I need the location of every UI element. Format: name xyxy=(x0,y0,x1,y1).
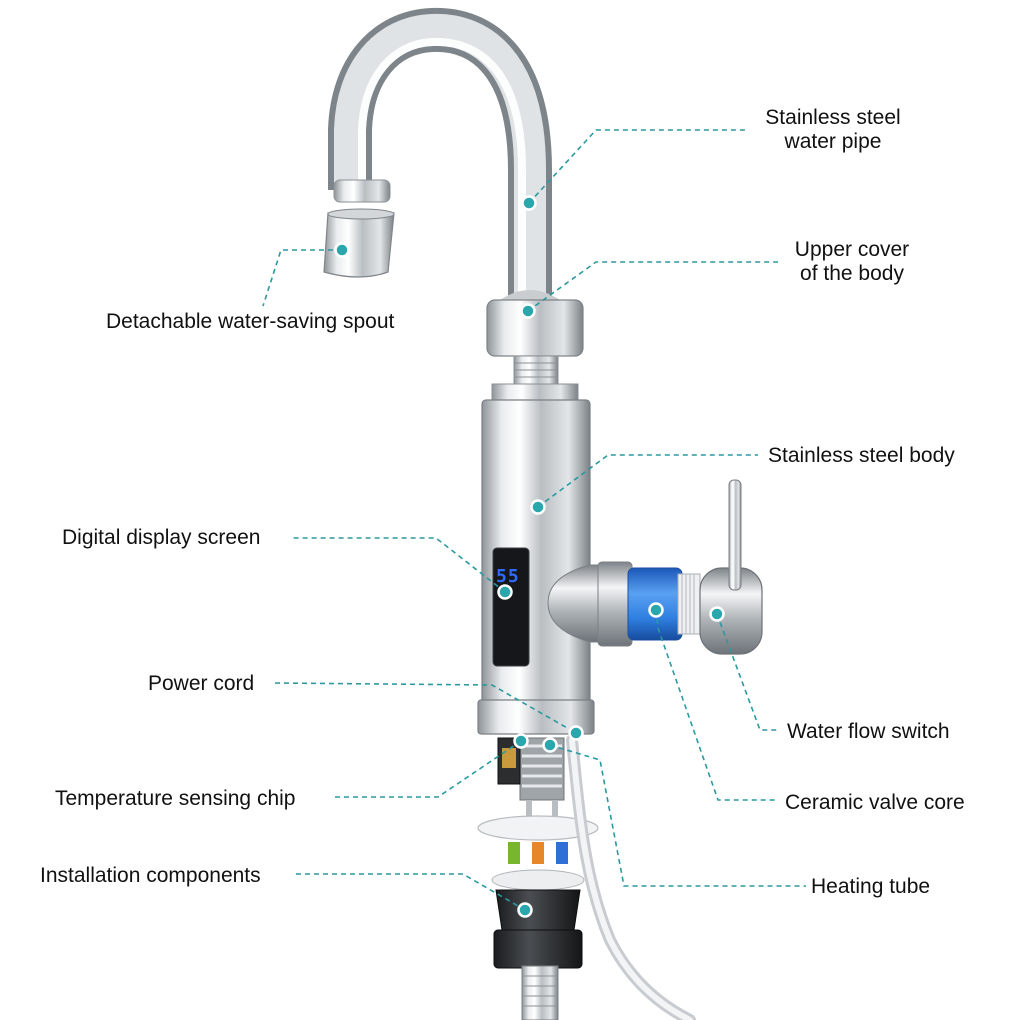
leader-installation xyxy=(296,873,526,911)
dot-spout xyxy=(334,242,350,258)
label-temperature-chip: Temperature sensing chip xyxy=(55,787,296,810)
leader-temperature-chip xyxy=(335,740,522,798)
leader-spout xyxy=(262,249,342,307)
dot-body xyxy=(530,499,546,515)
label-body: Stainless steel body xyxy=(768,444,955,467)
label-heating-tube: Heating tube xyxy=(811,875,931,898)
display-reading: 55 xyxy=(496,566,520,587)
label-display: Digital display screen xyxy=(62,526,261,549)
detachable-spout xyxy=(323,208,395,278)
leader-heating-tube xyxy=(549,744,806,887)
leader-ceramic-valve xyxy=(655,609,776,801)
internal-components xyxy=(477,737,599,1020)
leader-lines xyxy=(262,129,806,911)
label-installation: Installation components xyxy=(40,864,261,887)
dot-upper-cover xyxy=(520,303,536,319)
label-ceramic-valve: Ceramic valve core xyxy=(785,791,965,814)
digital-display-screen xyxy=(492,547,530,667)
upper-cover xyxy=(486,290,584,385)
dot-power-cord xyxy=(568,725,584,741)
label-upper-cover: Upper cover of the body xyxy=(794,238,910,285)
leader-upper-cover xyxy=(527,261,778,312)
callout-dots xyxy=(334,195,725,918)
dot-water-pipe xyxy=(521,195,537,211)
label-water-pipe: Stainless steel water pipe xyxy=(765,106,901,153)
dot-water-flow-switch xyxy=(709,606,725,622)
leader-power-cord xyxy=(274,682,577,734)
leader-display xyxy=(292,537,506,593)
label-spout: Detachable water-saving spout xyxy=(106,310,395,333)
dot-ceramic-valve xyxy=(648,602,664,618)
valve-arm xyxy=(547,479,763,655)
dot-heating-tube xyxy=(542,737,558,753)
leader-water-pipe xyxy=(528,129,745,204)
leader-water-flow-switch xyxy=(716,613,780,731)
dot-display xyxy=(497,584,513,600)
leader-body xyxy=(537,454,758,508)
label-power-cord: Power cord xyxy=(148,672,255,695)
dot-temperature-chip xyxy=(513,733,529,749)
dot-installation xyxy=(517,902,533,918)
label-water-flow-switch: Water flow switch xyxy=(787,720,950,743)
stainless-steel-water-pipe xyxy=(328,7,552,300)
